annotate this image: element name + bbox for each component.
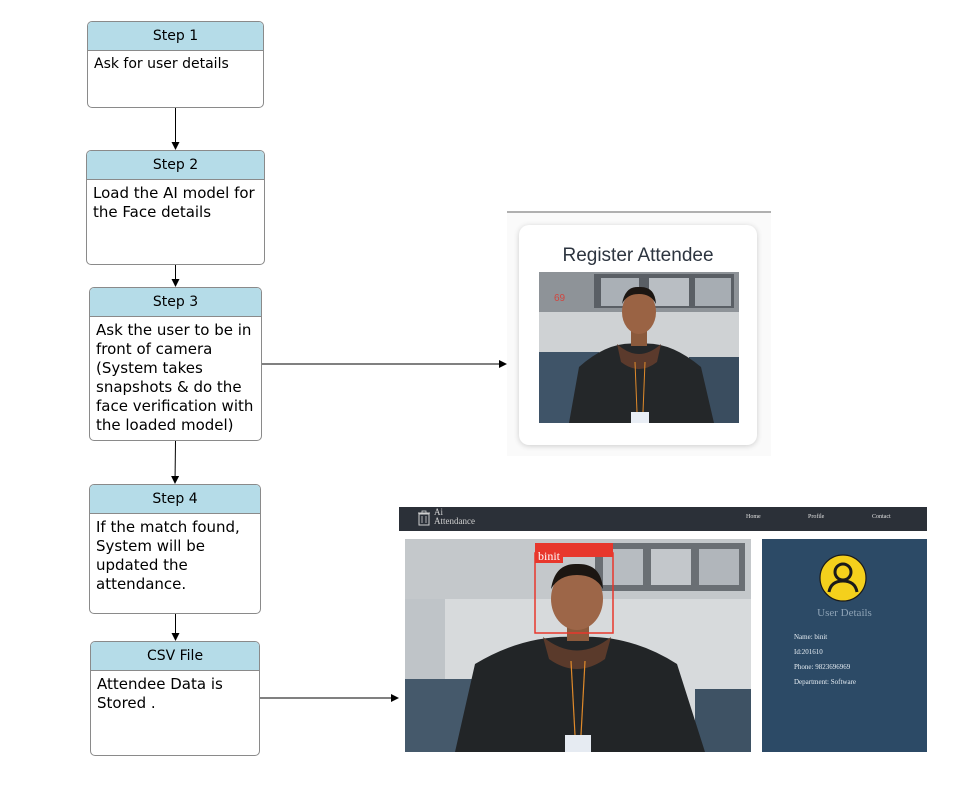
step-1-title: Step 1: [88, 22, 263, 51]
csv-file-text: Attendee Data is Stored .: [97, 675, 223, 712]
step-1-text: Ask for user details: [94, 56, 229, 72]
step-4-box: Step 4 If the match found, System will b…: [89, 484, 261, 614]
register-attendee-screenshot: Register Attendee 69: [507, 211, 771, 456]
step-4-title: Step 4: [90, 485, 260, 514]
logo-line-2: Attendance: [434, 516, 475, 526]
step-3-box: Step 3 Ask the user to be in front of ca…: [89, 287, 262, 441]
nav-contact[interactable]: Contact: [872, 514, 891, 520]
camera-feed-image: [539, 272, 739, 423]
user-details-title: User Details: [817, 607, 872, 619]
register-title: Register Attendee: [562, 245, 714, 266]
live-camera-feed: [405, 539, 751, 752]
step-3-title: Step 3: [90, 288, 261, 317]
logo-line-1: Ai: [434, 507, 443, 517]
step-3-text: Ask the user to be in front of camera (S…: [96, 321, 254, 434]
face-detection-label: binit: [535, 550, 564, 563]
csv-file-box: CSV File Attendee Data is Stored .: [90, 641, 260, 756]
csv-file-title: CSV File: [91, 642, 259, 671]
user-avatar-icon: [819, 554, 867, 602]
arrow-step3-step4: [171, 440, 180, 484]
user-name: Name: binit: [794, 633, 828, 641]
nav-home[interactable]: Home: [746, 514, 761, 520]
trash-logo-icon: [418, 510, 430, 526]
step-4-text: If the match found, System will be updat…: [96, 518, 240, 593]
user-id: Id:201610: [794, 648, 823, 656]
ai-attendance-screenshot: Ai Attendance Home Profile Contact binit: [399, 507, 927, 752]
step-2-box: Step 2 Load the AI model for the Face de…: [86, 150, 265, 265]
capture-counter: 69: [554, 293, 566, 304]
user-details-panel: User Details Name: binit Id:201610 Phone…: [762, 539, 927, 752]
nav-profile[interactable]: Profile: [808, 514, 825, 520]
step-2-title: Step 2: [87, 151, 264, 180]
register-card: Register Attendee 69: [519, 225, 757, 445]
step-1-box: Step 1 Ask for user details: [87, 21, 264, 108]
user-phone: Phone: 9823696969: [794, 663, 851, 671]
app-logo-text: Ai Attendance: [434, 508, 475, 526]
navbar: Ai Attendance Home Profile Contact: [399, 507, 927, 531]
step-2-text: Load the AI model for the Face details: [93, 184, 255, 221]
divider: [507, 211, 771, 213]
user-department: Department: Software: [794, 678, 857, 686]
